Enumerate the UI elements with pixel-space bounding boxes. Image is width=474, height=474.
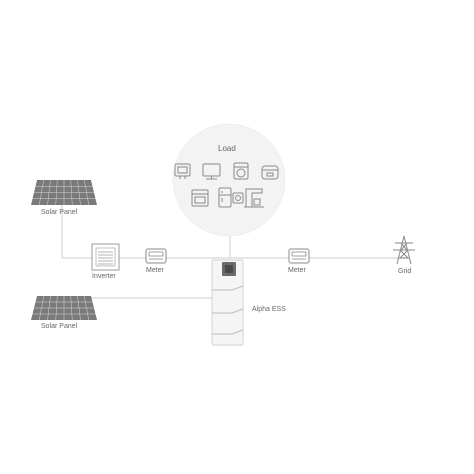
monitor-icon	[174, 163, 191, 179]
rice-cooker-icon	[261, 165, 279, 180]
grid-tower-icon	[393, 235, 415, 265]
oven-icon	[191, 189, 209, 207]
solar-panel-top-label: Solar Panel	[41, 209, 78, 216]
inverter-icon	[91, 243, 120, 271]
load-title: Load	[218, 144, 236, 153]
microwave-icon	[232, 192, 244, 204]
television-icon	[202, 163, 221, 180]
grid-label: Grid	[398, 268, 412, 275]
meter-left-icon	[145, 248, 167, 264]
meter-right-label: Meter	[288, 267, 306, 274]
washing-machine-icon	[233, 162, 249, 180]
solar-panel-top-icon	[31, 179, 97, 206]
load-circle	[172, 123, 286, 237]
inverter-label: Inverter	[92, 273, 116, 280]
refrigerator-icon	[218, 187, 232, 208]
battery-label: Alpha ESS	[252, 306, 286, 313]
alpha-ess-battery-icon	[211, 259, 244, 346]
meter-left-label: Meter	[146, 267, 164, 274]
solar-panel-bottom-label: Solar Panel	[41, 323, 78, 330]
coffee-machine-icon	[244, 188, 264, 208]
meter-right-icon	[288, 248, 310, 264]
solar-panel-bottom-icon	[31, 295, 97, 321]
